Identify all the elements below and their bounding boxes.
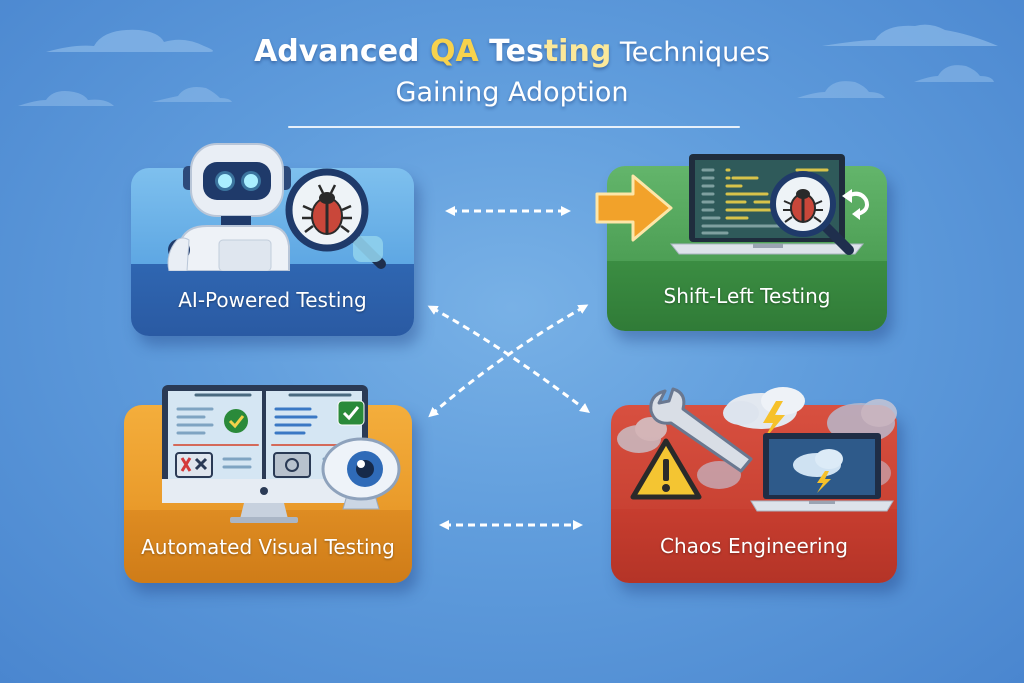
title-advanced: Advanced [254,34,430,69]
card-ai-powered-testing[interactable]: AI-Powered Testing [131,143,414,336]
magnifier-bug-icon [770,171,854,255]
check-icon [224,409,248,433]
title-ting: ting [543,34,612,69]
arrow-right-icon [595,174,673,242]
connector-shift-visual [428,304,589,418]
cloud-icon [18,91,114,106]
cloud-icon [822,24,998,46]
card-shift-left-testing[interactable]: Shift-Left Testing [595,154,887,331]
title-line-1: Advanced QA Testing Techniques [0,32,1024,73]
cloud-icon [152,87,232,102]
check-icon [337,400,365,426]
card-label: Automated Visual Testing [141,534,395,559]
cloud-icon [797,81,885,98]
wrench-icon [649,387,753,473]
card-label: Shift-Left Testing [663,284,831,308]
card-chaos-engineering[interactable]: Chaos Engineering [611,387,897,583]
eye-camera-icon [321,437,401,510]
lightning-icon [817,471,831,493]
card-automated-visual-testing[interactable]: Automated Visual Testing [124,385,412,583]
laptop-icon [750,433,894,512]
card-label-bar: AI-Powered Testing [131,264,414,336]
card-label: AI-Powered Testing [178,288,367,312]
lightning-icon [763,401,785,441]
title-divider [288,126,740,128]
bug-icon [783,189,823,223]
title-line-2: Gaining Adoption [395,77,629,108]
title-techniques: Techniques [611,37,770,68]
cloud-icon [46,29,213,52]
cloud-icon [697,461,741,489]
refresh-icon [842,189,869,220]
bug-icon [302,184,352,235]
magnifier-bug-icon [285,168,386,269]
title-tes: Tes [478,34,544,69]
warning-icon [630,438,702,500]
title-qa: QA [429,34,479,69]
diagram-title: Advanced QA Testing Techniques Gaining A… [0,32,1024,113]
connector-ai-chaos [427,305,590,414]
card-label-bar: Chaos Engineering [611,509,897,583]
card-label-bar: Shift-Left Testing [607,261,887,331]
robot-icon [167,143,291,271]
cloud-icon [914,65,994,82]
x-mark-icon [175,452,213,478]
card-label: Chaos Engineering [660,534,848,558]
